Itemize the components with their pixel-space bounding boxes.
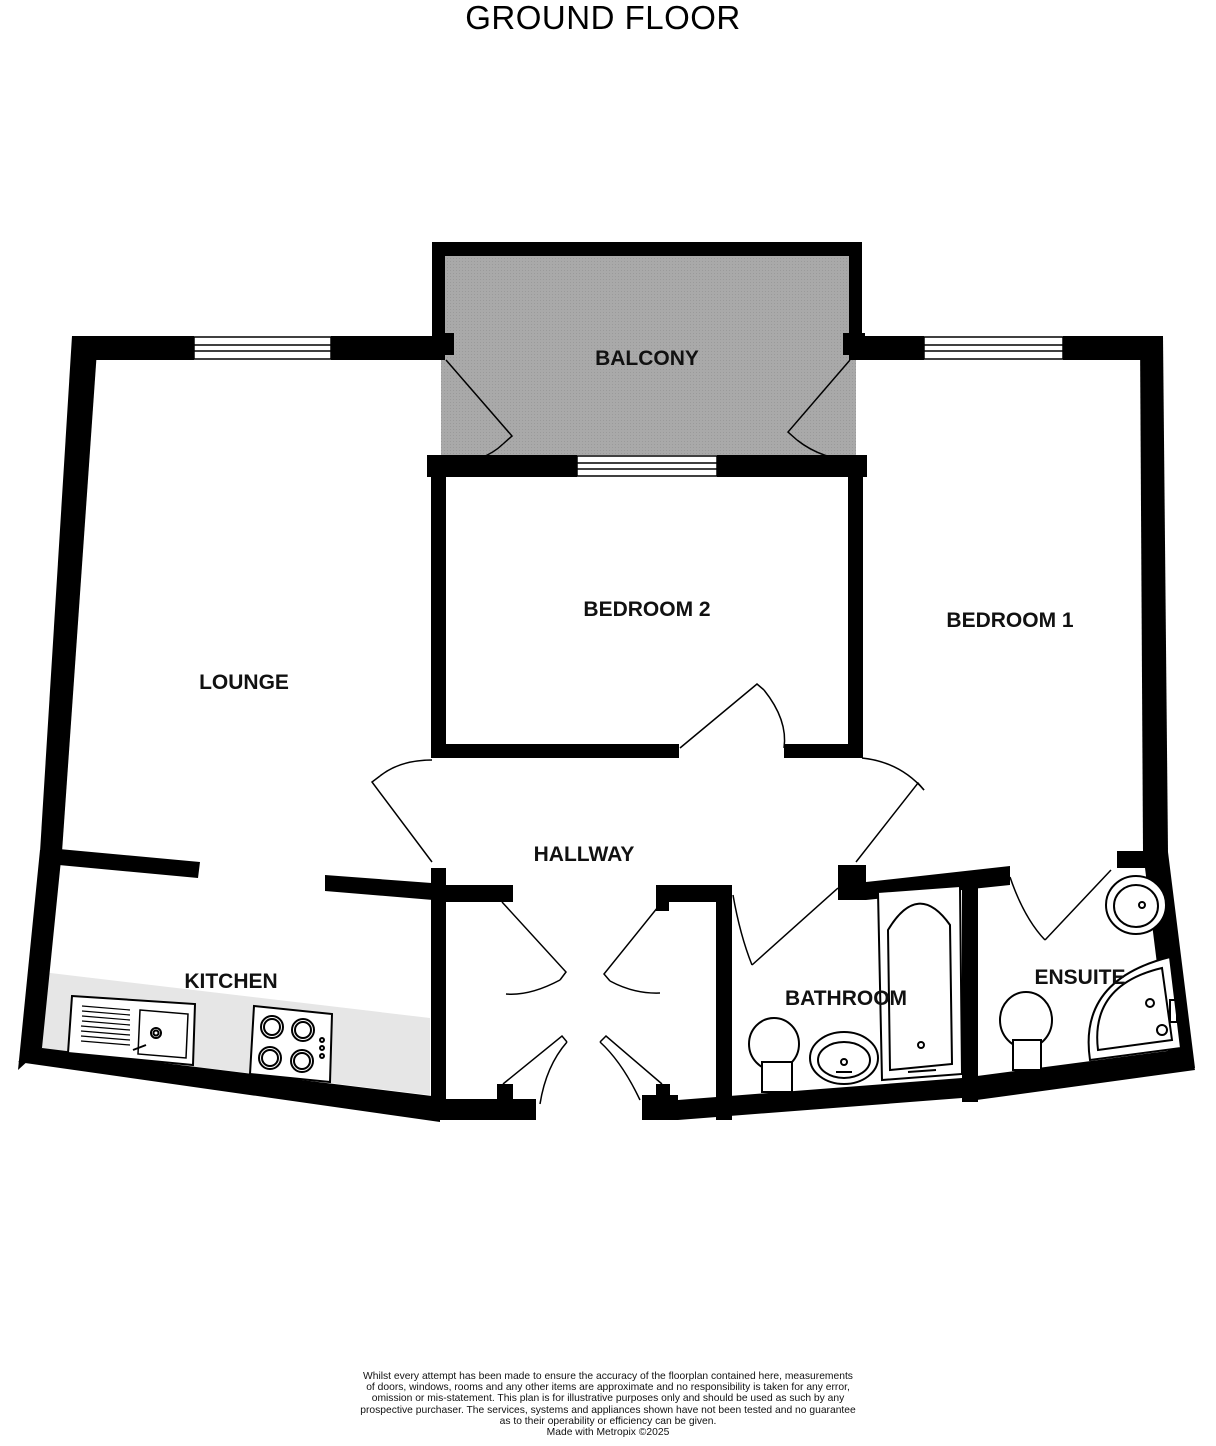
kitchen-hob xyxy=(248,1004,334,1084)
balcony-area xyxy=(441,255,856,455)
disclaimer-line: Whilst every attempt has been made to en… xyxy=(363,1371,853,1382)
disclaimer-line: as to their operability or efficiency ca… xyxy=(499,1415,717,1427)
kitchen-sink xyxy=(66,994,197,1067)
windows xyxy=(193,336,1064,477)
walls xyxy=(18,242,1195,1122)
ensuite-shower xyxy=(1087,955,1183,1062)
disclaimer: Whilst every attempt has been made to en… xyxy=(310,1371,906,1438)
bathroom-bath xyxy=(876,884,964,1082)
bathroom-toilet xyxy=(748,1017,800,1093)
lounge-label: LOUNGE xyxy=(199,671,289,694)
bathroom-label: BATHROOM xyxy=(785,987,907,1010)
bathroom-basin xyxy=(809,1031,879,1085)
ensuite-label: ENSUITE xyxy=(1034,966,1125,989)
bedroom-2-label: BEDROOM 2 xyxy=(583,598,710,621)
disclaimer-line: Made with Metropix ©2025 xyxy=(546,1427,670,1439)
bedroom-1-label: BEDROOM 1 xyxy=(946,609,1074,632)
floor-title: GROUND FLOOR xyxy=(465,0,741,36)
disclaimer-line: of doors, windows, rooms and any other i… xyxy=(366,1382,850,1394)
disclaimer-line: omission or mis-statement. This plan is … xyxy=(371,1393,845,1405)
doors xyxy=(370,359,1112,1105)
kitchen-label: KITCHEN xyxy=(184,970,277,993)
ensuite-toilet xyxy=(999,991,1053,1071)
ensuite-basin xyxy=(1105,875,1167,935)
disclaimer-line: prospective purchaser. The services, sys… xyxy=(360,1404,856,1416)
hallway-label: HALLWAY xyxy=(534,843,635,866)
balcony-label: BALCONY xyxy=(595,347,699,370)
